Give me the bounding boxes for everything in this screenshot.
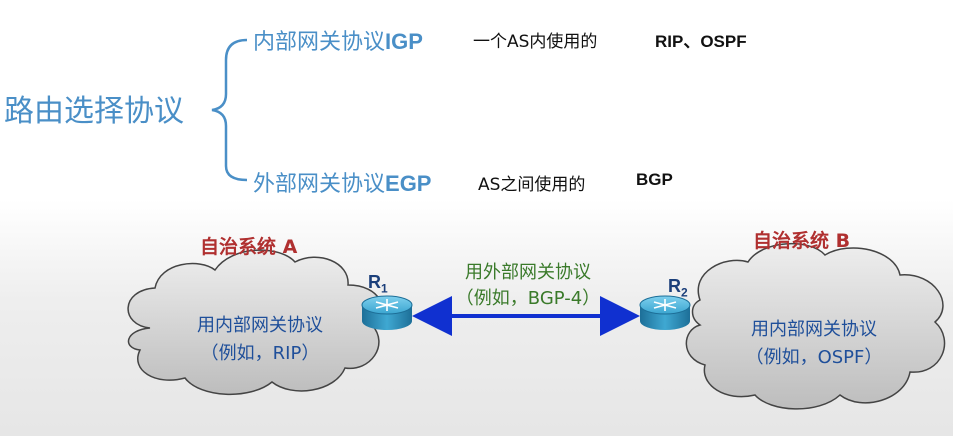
router-r2-letter: R xyxy=(668,276,681,296)
link-description: 用外部网关协议 （例如，BGP-4） xyxy=(428,260,628,312)
as-b-title: 自治系统 B xyxy=(753,230,851,252)
igp-title-text: 内部网关协议 xyxy=(253,30,386,55)
igp-desc: 一个AS内使用的 xyxy=(473,32,598,52)
router-r2-label: R2 xyxy=(668,276,688,300)
root-title: 路由选择协议 xyxy=(4,94,184,129)
egp-title: 外部网关协议EGP xyxy=(253,166,431,198)
egp-title-text: 外部网关协议 xyxy=(253,172,386,197)
egp-protocols: BGP xyxy=(636,170,673,189)
as-a-description: 用内部网关协议 （例如，RIP） xyxy=(170,312,350,368)
as-b-line2: （例如，OSPF） xyxy=(745,347,883,368)
as-a-title: 自治系统 A xyxy=(200,236,298,258)
as-a-line1: 用内部网关协议 xyxy=(197,315,323,336)
taxonomy-brace xyxy=(211,38,248,182)
router-r1-icon xyxy=(361,295,413,330)
router-r1-letter: R xyxy=(368,272,381,292)
router-r2-icon xyxy=(639,295,691,330)
router-r2-index: 2 xyxy=(681,285,688,300)
cloud-as-b xyxy=(685,243,946,410)
as-a-line2: （例如，RIP） xyxy=(200,343,320,364)
link-line2: （例如，BGP-4） xyxy=(455,288,601,309)
link-line1: 用外部网关协议 xyxy=(465,262,591,283)
egp-abbr: EGP xyxy=(385,171,432,196)
igp-protocols: RIP、OSPF xyxy=(655,32,747,51)
igp-abbr: IGP xyxy=(385,29,423,54)
router-r1-index: 1 xyxy=(381,281,388,296)
igp-title: 内部网关协议IGP xyxy=(253,24,423,56)
router-r1-label: R1 xyxy=(368,272,388,296)
egp-desc: AS之间使用的 xyxy=(478,175,586,195)
as-b-description: 用内部网关协议 （例如，OSPF） xyxy=(724,316,904,372)
as-b-line1: 用内部网关协议 xyxy=(751,319,877,340)
